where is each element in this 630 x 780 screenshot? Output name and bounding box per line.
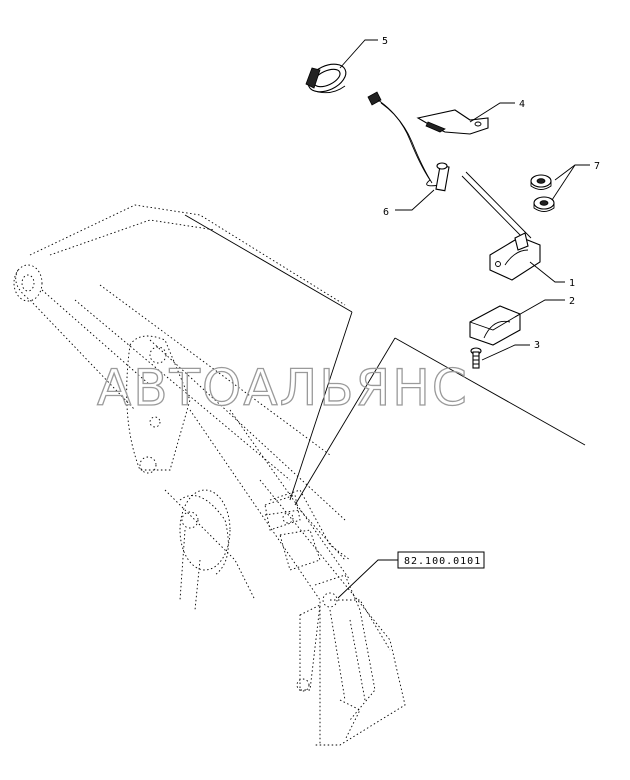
sensor-cable-part	[367, 91, 450, 192]
hose-clamp-part	[305, 63, 347, 94]
reference-label-text: 82.100.0101	[404, 556, 481, 567]
callout-leaders	[337, 39, 590, 599]
reference-label[interactable]: 82.100.0101	[397, 551, 485, 569]
callout-4: 4	[519, 99, 525, 110]
callout-2: 2	[569, 296, 575, 307]
watermark-text: АВТОАЛЬЯНС	[97, 359, 469, 417]
boom-arm	[13, 204, 406, 746]
bracket-plate-part	[416, 109, 489, 135]
bolt-part	[470, 347, 482, 369]
callout-3: 3	[534, 340, 540, 351]
callout-5: 5	[382, 36, 388, 47]
explode-leader-lines	[184, 214, 586, 506]
washers-part	[530, 174, 555, 212]
callout-7: 7	[594, 161, 600, 172]
pipe-clamp-lower-part	[469, 305, 521, 346]
callout-1: 1	[569, 278, 575, 289]
callout-6: 6	[383, 207, 389, 218]
pipe-clamp-upper-part	[461, 171, 541, 281]
